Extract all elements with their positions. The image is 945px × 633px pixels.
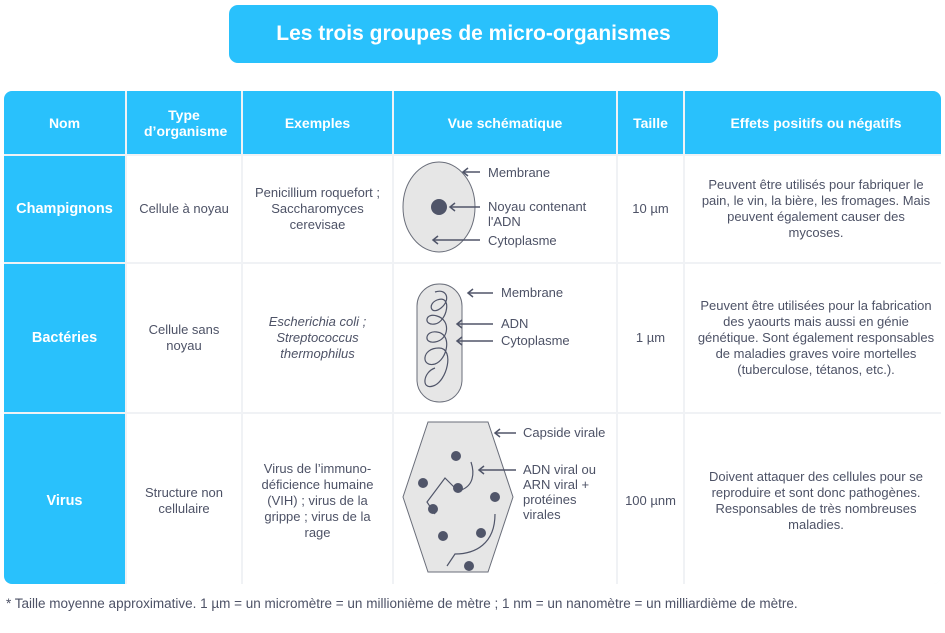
row-taille: 1 µm — [618, 264, 683, 412]
label-membrane: Membrane — [488, 165, 551, 180]
header-vue: Vue schématique — [394, 91, 616, 154]
table-row: Champignons Cellule à noyau Penicillium … — [4, 156, 941, 262]
label-adn: ADN — [501, 316, 529, 331]
row-exemples: Penicillium roquefort ; Saccharomyces ce… — [243, 156, 392, 262]
table-row: Virus Structure non cellulaire Virus de … — [4, 414, 941, 584]
header-taille: Taille — [618, 91, 683, 154]
label-cytoplasme: Cytoplasme — [488, 233, 557, 248]
label-membrane: Membrane — [501, 285, 564, 300]
row-name: Champignons — [4, 156, 125, 262]
label-cytoplasme: Cytoplasme — [501, 333, 570, 348]
row-diagram: Capside virale ADN viral ou ARN viral + … — [394, 414, 616, 584]
table-row: Bactéries Cellule sans noyau Escherichia… — [4, 264, 941, 412]
footnote: * Taille moyenne approximative. 1 µm = u… — [6, 596, 798, 611]
row-type: Cellule à noyau — [127, 156, 241, 262]
row-name: Bactéries — [4, 264, 125, 412]
bacteria-diagram: Membrane ADN Cytoplasme — [395, 264, 615, 412]
header-nom: Nom — [4, 91, 125, 154]
row-diagram: Membrane Noyau contenant l'ADN Cytoplasm… — [394, 156, 616, 262]
cell-with-nucleus-icon — [402, 161, 480, 253]
virus-capsid-icon — [402, 421, 516, 573]
virus-diagram: Capside virale ADN viral ou ARN viral + … — [395, 414, 615, 584]
row-effets: Peuvent être utilisées pour la fabricati… — [685, 264, 941, 412]
row-type: Structure non cellulaire — [127, 414, 241, 584]
row-effets: Doivent attaquer des cellules pour se re… — [685, 414, 941, 584]
micro-organisms-table: Nom Type d’organisme Exemples Vue schéma… — [4, 91, 941, 584]
eukaryote-cell-diagram: Membrane Noyau contenant l'ADN Cytoplasm… — [395, 156, 615, 262]
label-capside: Capside virale — [523, 425, 606, 440]
row-type: Cellule sans noyau — [127, 264, 241, 412]
row-effets: Peuvent être utilisés pour fabriquer le … — [685, 156, 941, 262]
row-name: Virus — [4, 414, 125, 584]
header-effets: Effets positifs ou négatifs — [685, 91, 941, 154]
bacterium-icon — [416, 283, 493, 403]
page-title: Les trois groupes de micro-organismes — [276, 22, 671, 45]
header-exemples: Exemples — [243, 91, 392, 154]
label-noyau: Noyau contenant l'ADN — [488, 199, 587, 229]
row-taille: 100 µnm — [618, 414, 683, 584]
row-diagram: Membrane ADN Cytoplasme — [394, 264, 616, 412]
header-type: Type d’organisme — [127, 91, 241, 154]
row-taille: 10 µm — [618, 156, 683, 262]
row-exemples: Escherichia coli ; Streptococcus thermop… — [243, 264, 392, 412]
label-adn-viral: ADN viral ou ARN viral + protéines viral… — [523, 462, 596, 522]
row-exemples: Virus de l’immuno-déficience humaine (VI… — [243, 414, 392, 584]
title-banner: Les trois groupes de micro-organismes — [229, 5, 718, 63]
header-row: Nom Type d’organisme Exemples Vue schéma… — [4, 91, 941, 154]
